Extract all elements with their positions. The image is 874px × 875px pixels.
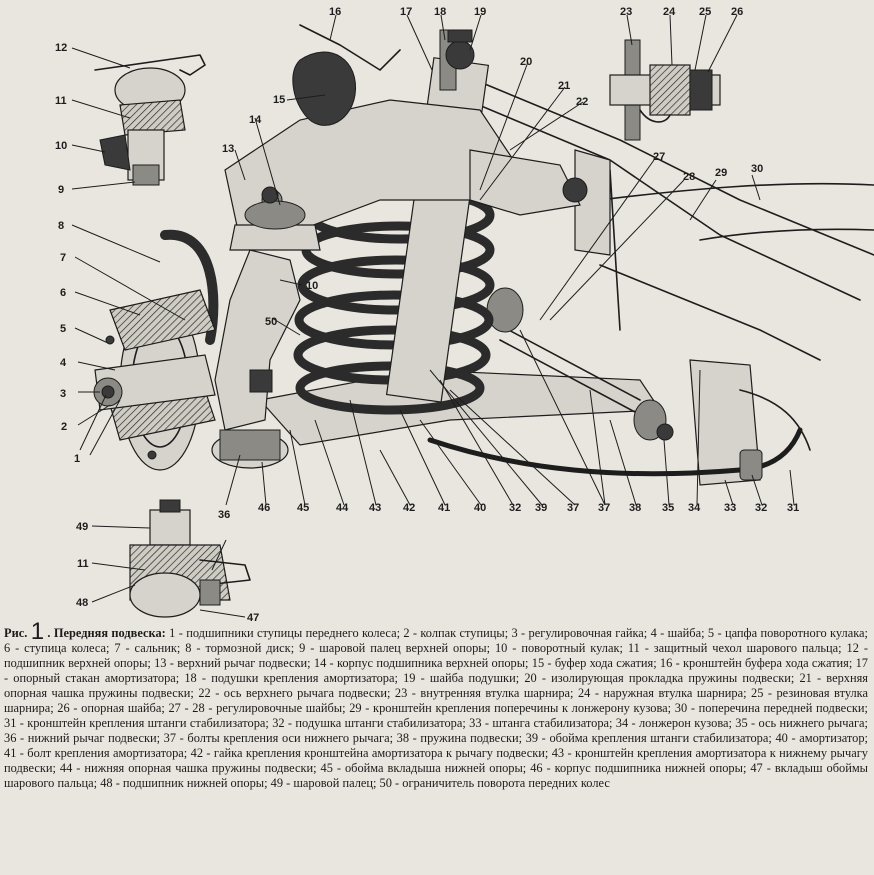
callout: 5 — [60, 323, 66, 335]
callout: 11 — [55, 95, 67, 107]
bump-stop — [292, 24, 401, 126]
callout: 15 — [273, 94, 285, 106]
inset-bushing — [609, 39, 721, 141]
callout: 22 — [576, 96, 588, 108]
caption-title: . Передняя подвеска: — [47, 626, 166, 640]
callout: 35 — [662, 502, 674, 514]
caption-figure-number: 1 — [30, 618, 45, 645]
callout: 44 — [336, 502, 349, 514]
callout: 50 — [265, 316, 277, 328]
callout: 29 — [715, 167, 727, 179]
brake-disc-hub — [93, 229, 219, 471]
callout: 39 — [535, 502, 547, 514]
callout: 37 — [567, 502, 579, 514]
callout: 19 — [474, 6, 486, 18]
callout: 6 — [60, 287, 66, 299]
callout: 13 — [222, 143, 234, 155]
suspension-diagram: 1 2 3 4 5 6 7 8 9 10 11 12 13 14 15 16 1… — [55, 6, 874, 624]
callout: 28 — [683, 171, 695, 183]
callout: 7 — [60, 252, 66, 264]
callout: 36 — [218, 509, 230, 521]
upper-ball-joint — [229, 186, 321, 251]
callout: 37 — [598, 502, 610, 514]
callout: 16 — [329, 6, 341, 18]
callout: 12 — [55, 42, 67, 54]
callout: 34 — [688, 502, 701, 514]
callout-labels: 1 2 3 4 5 6 7 8 9 10 11 12 13 14 15 16 1… — [55, 6, 799, 624]
inset-lower-ball-joint — [129, 499, 251, 618]
callout: 21 — [558, 80, 570, 92]
caption-prefix: Рис. — [4, 626, 28, 640]
callout: 10 — [55, 140, 67, 152]
figure-caption: Рис. 1 . Передняя подвеска: 1 - подшипни… — [4, 620, 868, 791]
suspension-drawing: 1 2 3 4 5 6 7 8 9 10 11 12 13 14 15 16 1… — [55, 6, 874, 624]
callout: 26 — [731, 6, 743, 18]
callout: 1 — [74, 453, 80, 465]
callout: 17 — [400, 6, 412, 18]
callout: 9 — [58, 184, 64, 196]
steering-knuckle — [211, 249, 301, 469]
callout: 45 — [297, 502, 309, 514]
callout: 23 — [620, 6, 632, 18]
callout: 31 — [787, 502, 799, 514]
callout: 40 — [474, 502, 486, 514]
callout: 25 — [699, 6, 711, 18]
callout: 8 — [58, 220, 64, 232]
callout: 27 — [653, 151, 665, 163]
callout: 49 — [76, 521, 88, 533]
callout: 43 — [369, 502, 381, 514]
callout: 46 — [258, 502, 270, 514]
stabilizer-bar — [427, 427, 803, 481]
callout: 42 — [403, 502, 415, 514]
callout: 30 — [751, 163, 763, 175]
inset-upper-ball-joint — [94, 54, 206, 186]
callout: 38 — [629, 502, 641, 514]
callout: 18 — [434, 6, 446, 18]
caption-body: 1 - подшипники ступицы переднего колеса;… — [4, 626, 868, 790]
callout: 3 — [60, 388, 66, 400]
callout: 24 — [663, 6, 676, 18]
callout: 41 — [438, 502, 450, 514]
callout: 48 — [76, 597, 88, 609]
callout: 14 — [249, 114, 262, 126]
callout: 47 — [247, 612, 259, 624]
callout: 11 — [77, 558, 89, 570]
callout: 33 — [724, 502, 736, 514]
callout: 4 — [60, 357, 67, 369]
callout: 32 — [509, 502, 521, 514]
callout: 20 — [520, 56, 532, 68]
leader-lines — [71, 14, 795, 618]
callout: 10 — [306, 280, 318, 292]
callout: 2 — [61, 421, 67, 433]
callout: 32 — [755, 502, 767, 514]
